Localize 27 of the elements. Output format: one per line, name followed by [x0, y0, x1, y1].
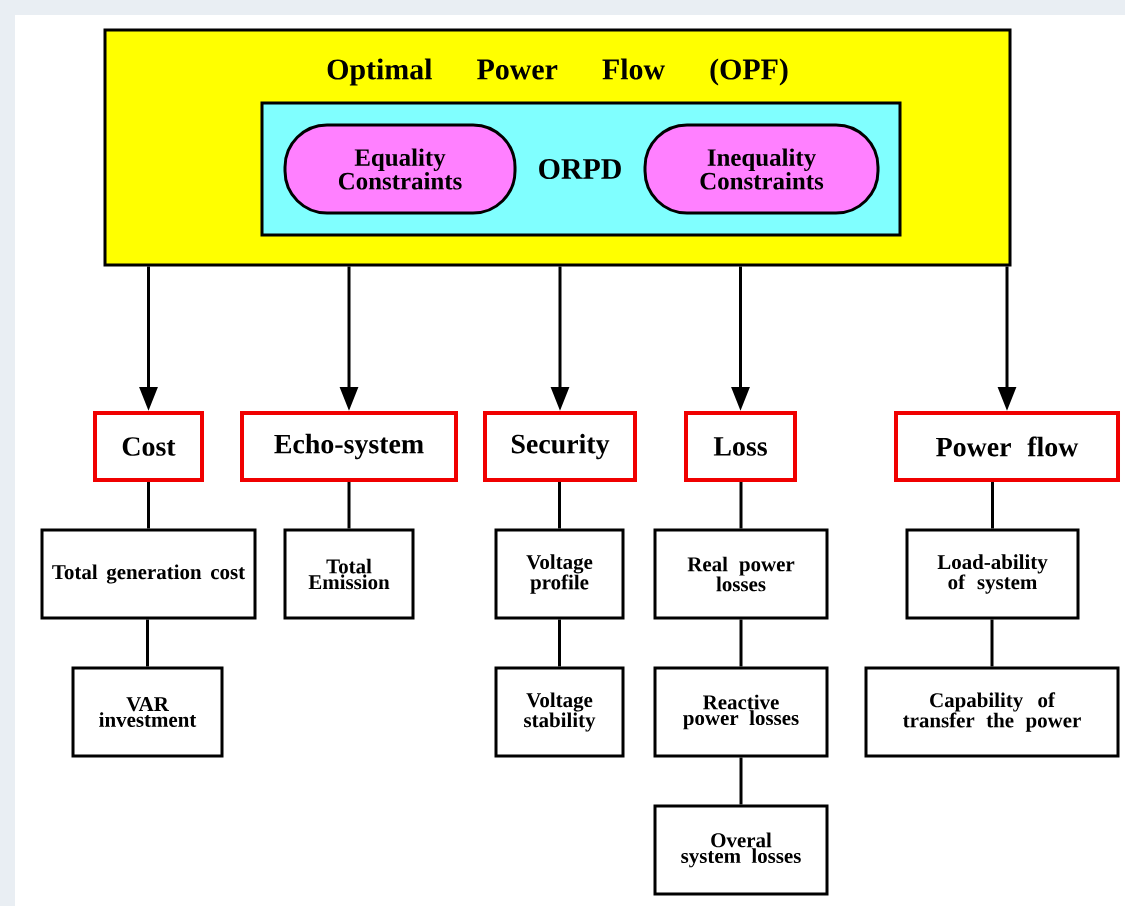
category-box: Security: [483, 411, 637, 482]
connector-line: [991, 482, 994, 529]
objective-box: Total Emission: [283, 528, 415, 620]
objective-box: Reactive power losses: [653, 666, 829, 758]
category-box: Loss: [684, 411, 797, 482]
connector-line: [990, 619, 994, 667]
objective-box: Total generation cost: [40, 528, 257, 620]
connector-line: [146, 619, 149, 667]
category-box: Echo-system: [240, 411, 458, 482]
constraint-pill: Equality Constraints: [283, 123, 517, 215]
category-box: Cost: [93, 411, 204, 482]
objective-box: Overal system losses: [653, 804, 829, 896]
objective-box: Real power losses: [653, 528, 829, 620]
objective-box: Capability of transfer the power: [864, 666, 1120, 758]
objective-box: Voltage profile: [494, 528, 625, 620]
connector-line: [739, 619, 743, 667]
objective-box: VAR investment: [71, 666, 224, 758]
connector-line: [558, 619, 561, 667]
constraint-pill: Inequality Constraints: [643, 123, 880, 215]
connector-line: [347, 482, 351, 529]
connector-line: [739, 757, 743, 805]
objective-box: Load-ability of system: [905, 528, 1080, 620]
category-box: Power flow: [894, 411, 1120, 482]
connector-line: [147, 482, 150, 529]
objective-box: Voltage stability: [494, 666, 625, 758]
connector-line: [558, 482, 561, 529]
connector-line: [739, 482, 743, 529]
